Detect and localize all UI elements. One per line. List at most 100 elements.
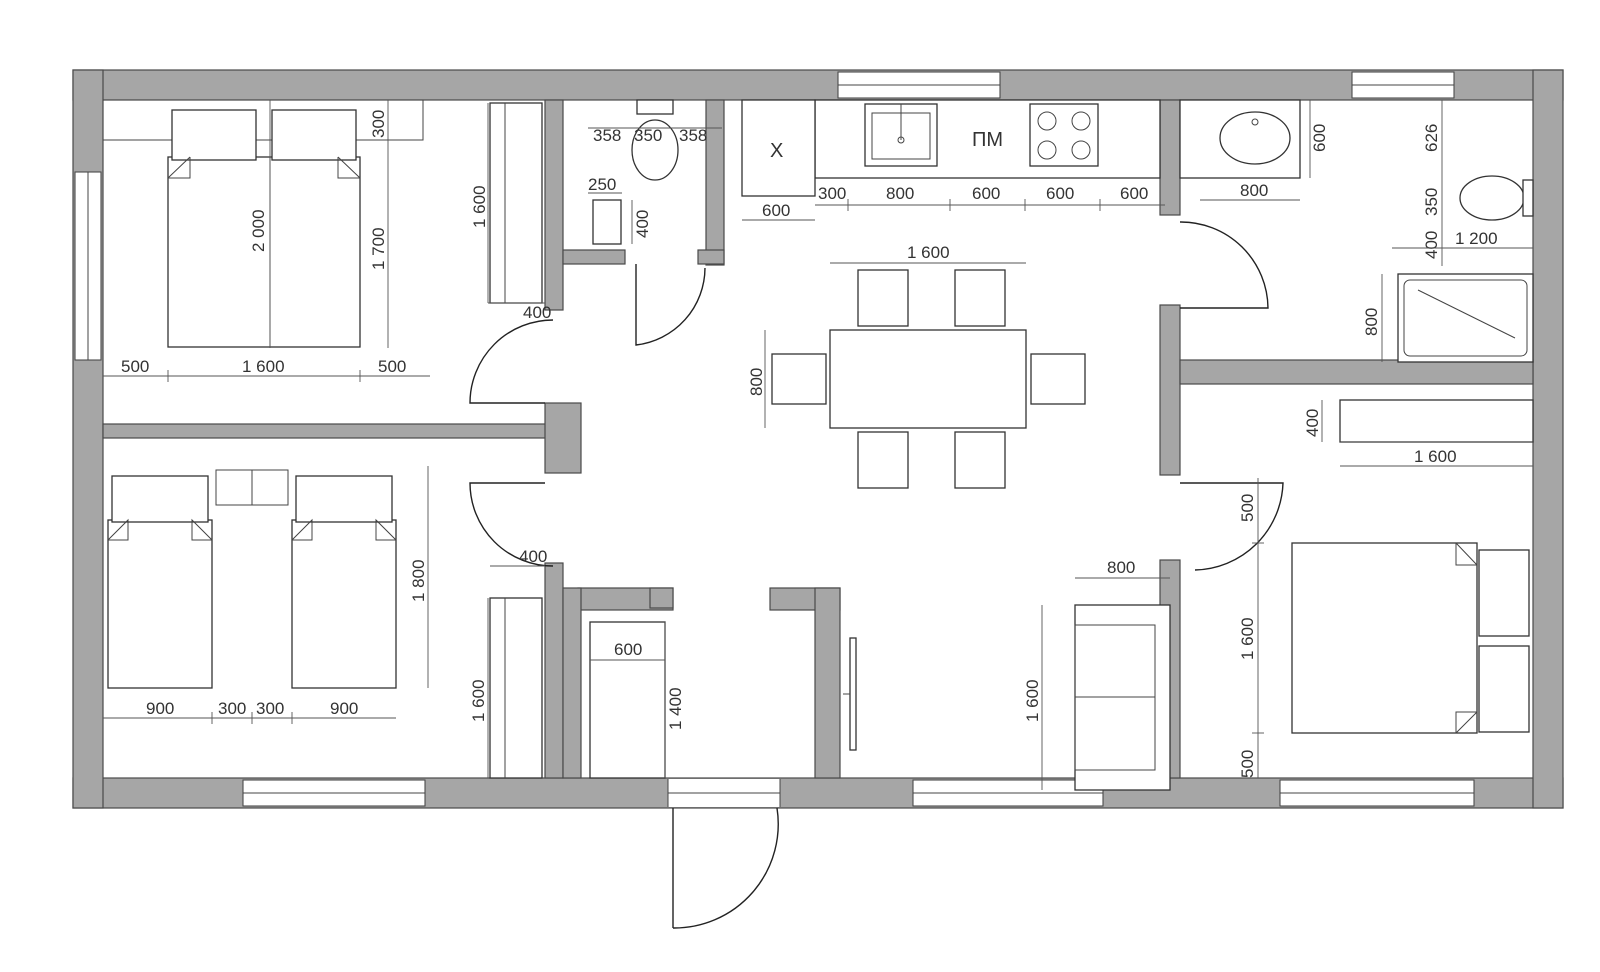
dim-label: 800 — [747, 368, 766, 396]
dim-label: 1 700 — [369, 227, 388, 270]
dim-label: 600 — [972, 184, 1000, 203]
bed-double — [167, 156, 361, 348]
dishwasher-label: ПМ — [972, 129, 1003, 151]
dim-label: 1 600 — [470, 185, 489, 228]
fridge — [741, 99, 816, 197]
bedroom3-door — [1180, 482, 1284, 571]
pillow — [111, 475, 209, 523]
toilet-tank — [636, 99, 674, 115]
wardrobe — [1339, 399, 1534, 443]
dim-label: 500 — [378, 357, 406, 376]
wardrobe — [489, 102, 543, 304]
dim-label: 400 — [633, 210, 652, 238]
living: 800 1 600 — [843, 558, 1171, 791]
wardrobe — [489, 597, 543, 779]
dim-label: 1 200 — [1455, 229, 1498, 248]
storage-cabinet — [589, 621, 666, 779]
bathtub — [1397, 273, 1534, 363]
bedroom1-door — [469, 319, 554, 404]
chair — [954, 431, 1006, 489]
dim-label: 800 — [1107, 558, 1135, 577]
pillow — [271, 109, 357, 161]
dim-label: 800 — [1362, 308, 1381, 336]
wall-storage-left — [562, 587, 582, 779]
dim-label: 350 — [1422, 188, 1441, 216]
wall-entry-right-post — [814, 587, 841, 779]
wc: 358 350 358 250 400 — [588, 99, 722, 245]
kitchen: X ПМ 300 800 600 600 600 600 — [741, 99, 1165, 221]
dim-label: 626 — [1422, 124, 1441, 152]
chair — [857, 431, 909, 489]
bedroom-1: 2 000 300 1 700 500 1 600 500 1 600 400 — [102, 99, 551, 382]
storage: 600 1 400 — [589, 621, 685, 779]
cooktop — [1029, 103, 1099, 167]
dim-label: 400 — [519, 547, 547, 566]
toilet-tank — [1522, 179, 1534, 217]
chair — [954, 269, 1006, 327]
bed-single — [107, 519, 213, 689]
wall-left-corridor-upper — [544, 99, 564, 311]
pillow — [295, 475, 393, 523]
dining: 1 600 800 — [747, 243, 1086, 489]
dim-label: 358 — [679, 126, 707, 145]
bedroom2-door — [469, 482, 554, 567]
dim-label: 300 — [256, 699, 284, 718]
chair — [771, 353, 827, 405]
wall-right-corridor-mid — [1159, 304, 1181, 476]
dim-label: 400 — [1422, 231, 1441, 259]
dim-label: 1 600 — [907, 243, 950, 262]
entrance-door — [672, 807, 779, 929]
wall-top — [72, 69, 1564, 101]
dim-label: 400 — [523, 303, 551, 322]
wc-sink — [592, 199, 622, 245]
dim-label: 1 600 — [469, 679, 488, 722]
wall-left-corridor-mid — [544, 402, 582, 474]
bed-single — [291, 519, 397, 689]
wall-left-corridor-lower — [544, 562, 564, 779]
dim-label: 900 — [146, 699, 174, 718]
wall-entry-left-post — [649, 587, 674, 609]
dim-label: 500 — [1238, 494, 1257, 522]
wall-wc-bottom-left — [562, 249, 626, 265]
wc-door — [635, 264, 706, 346]
wall-bedrooms-divider — [102, 423, 559, 439]
dim-label: 800 — [886, 184, 914, 203]
bath-sink — [1219, 111, 1291, 165]
dim-label: 1 400 — [666, 687, 685, 730]
windows — [74, 71, 1475, 807]
dim-label: 300 — [218, 699, 246, 718]
dim-label: 250 — [588, 175, 616, 194]
pillow — [1478, 645, 1530, 733]
dining-table — [829, 329, 1027, 429]
chair — [857, 269, 909, 327]
bathroom: 800 600 626 350 400 1 200 800 — [1179, 99, 1534, 363]
pillow — [171, 109, 257, 161]
dim-label: 300 — [369, 110, 388, 138]
dim-label: 600 — [1310, 124, 1329, 152]
bedroom-3: 400 1 600 500 1 600 500 — [1238, 399, 1534, 778]
wall-right-corridor-upper — [1159, 99, 1181, 216]
dim-label: 1 600 — [1023, 679, 1042, 722]
toilet — [631, 119, 679, 181]
dim-label: 1 600 — [1414, 447, 1457, 466]
bathroom-door — [1179, 221, 1269, 309]
wall-wc-right — [705, 99, 725, 266]
dim-label: 1 800 — [409, 559, 428, 602]
dim-label: 600 — [1120, 184, 1148, 203]
bedroom-2: 1 800 900 300 300 900 400 1 600 — [103, 466, 547, 779]
dim-label: 600 — [1046, 184, 1074, 203]
chair — [1030, 353, 1086, 405]
dim-label: 1 600 — [242, 357, 285, 376]
dim-label: 500 — [1238, 750, 1257, 778]
dim-label: 600 — [762, 201, 790, 220]
wall-right — [1532, 69, 1564, 809]
wall-wc-bottom-right — [697, 249, 725, 265]
toilet — [1459, 175, 1525, 221]
dim-label: 350 — [634, 126, 662, 145]
doors — [469, 221, 1284, 929]
dim-label: 600 — [614, 640, 642, 659]
dim-label: 500 — [121, 357, 149, 376]
fridge-label: X — [770, 140, 783, 162]
dim-label: 1 600 — [1238, 617, 1257, 660]
